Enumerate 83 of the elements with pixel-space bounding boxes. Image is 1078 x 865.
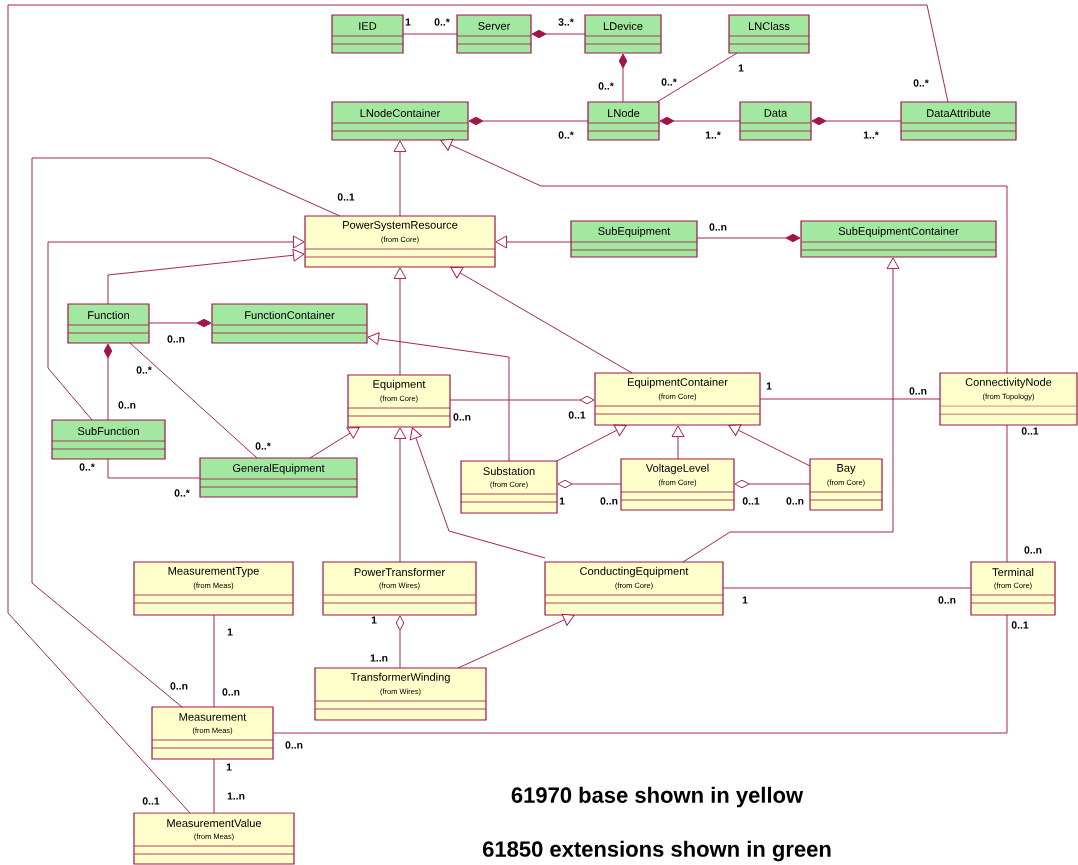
association-line	[722, 587, 972, 589]
generalization-arrow	[556, 424, 627, 462]
generalization-arrow	[440, 138, 1008, 374]
generalization-arrow	[393, 267, 407, 376]
multiplicity-label: 0..*	[174, 489, 190, 497]
multiplicity-label: 0..*	[255, 442, 271, 450]
generalization-arrow	[47, 235, 305, 421]
generalization-arrow	[107, 248, 305, 305]
diamond-connector	[659, 116, 741, 126]
association-line	[402, 33, 458, 35]
multiplicity-label: 0..n	[709, 223, 727, 231]
class-box: SubEquipment	[570, 220, 698, 258]
class-box: Server	[456, 14, 532, 54]
generalization-arrow	[450, 267, 633, 374]
association-line	[31, 157, 341, 708]
multiplicity-label: 1	[405, 18, 411, 26]
generalization-arrow	[495, 235, 572, 249]
generalization-arrow	[457, 613, 575, 669]
multiplicity-label: 0..n	[285, 741, 303, 749]
class-box: GeneralEquipment	[199, 457, 358, 498]
multiplicity-label: 1..n	[227, 792, 245, 800]
multiplicity-label: 0..n	[118, 401, 136, 409]
diamond-connector	[696, 233, 801, 243]
diamond-connector	[468, 116, 589, 126]
note-text: 61850 extensions shown in green	[483, 840, 831, 862]
multiplicity-label: 0..*	[661, 78, 677, 86]
multiplicity-label: 1	[766, 382, 772, 390]
generalization-arrow	[309, 427, 360, 459]
multiplicity-label: 1..*	[705, 131, 721, 139]
class-box: IED	[331, 14, 404, 54]
multiplicity-label: 0..*	[913, 79, 929, 87]
diamond-connector	[811, 116, 902, 126]
generalization-arrow	[367, 332, 510, 462]
multiplicity-label: 0..1	[337, 193, 355, 201]
class-box: SubEquipmentContainer	[800, 220, 997, 258]
note-text: 61970 base shown in yellow	[511, 786, 804, 808]
class-box: LNode	[587, 101, 660, 141]
association-line	[7, 4, 949, 814]
generalization-arrow	[393, 427, 407, 563]
multiplicity-label: 0..n	[222, 688, 240, 696]
multiplicity-label: 0..1	[1011, 621, 1029, 629]
diamond-connector	[449, 395, 595, 405]
multiplicity-label: 1	[742, 596, 748, 604]
association-line	[1006, 424, 1008, 563]
multiplicity-label: 0..*	[434, 18, 450, 26]
generalization-arrow	[671, 425, 685, 460]
multiplicity-label: 0..*	[558, 131, 574, 139]
generalization-arrow	[409, 427, 546, 559]
multiplicity-label: 0..n	[938, 596, 956, 604]
class-box: DataAttribute	[900, 101, 1017, 141]
multiplicity-label: 1	[738, 64, 744, 72]
class-box: LNodeContainer	[331, 101, 469, 141]
multiplicity-label: 0..*	[136, 366, 152, 374]
multiplicity-label: 1	[227, 628, 233, 636]
diamond-connector	[148, 318, 212, 328]
multiplicity-label: 0..n	[170, 682, 188, 690]
diamond-connector	[103, 343, 113, 421]
class-box: LNClass	[728, 14, 810, 54]
class-box: FunctionContainer	[211, 303, 368, 344]
diamond-connector	[618, 53, 628, 103]
association-line	[213, 614, 215, 708]
multiplicity-label: 1..*	[863, 131, 879, 139]
association-line	[759, 398, 941, 400]
multiplicity-label: 0..n	[167, 335, 185, 343]
association-line	[107, 458, 201, 479]
diamond-connector	[734, 479, 811, 489]
class-box: SubFunction	[51, 419, 166, 460]
multiplicity-label: 0..*	[598, 82, 614, 90]
class-box: LDevice	[584, 14, 662, 54]
class-box: Data	[739, 101, 812, 141]
diamond-connector	[395, 615, 405, 669]
multiplicity-label: 0..n	[909, 387, 927, 395]
class-box: Function	[67, 303, 150, 344]
generalization-arrow	[728, 424, 811, 467]
generalization-arrow	[682, 257, 900, 563]
association-line	[129, 342, 258, 459]
association-line	[272, 614, 1008, 734]
diamond-connector	[531, 29, 586, 39]
diamond-connector	[557, 479, 622, 489]
generalization-arrow	[393, 140, 407, 217]
multiplicity-label: 3..*	[558, 18, 574, 26]
association-line	[656, 52, 738, 103]
association-line	[213, 758, 215, 814]
